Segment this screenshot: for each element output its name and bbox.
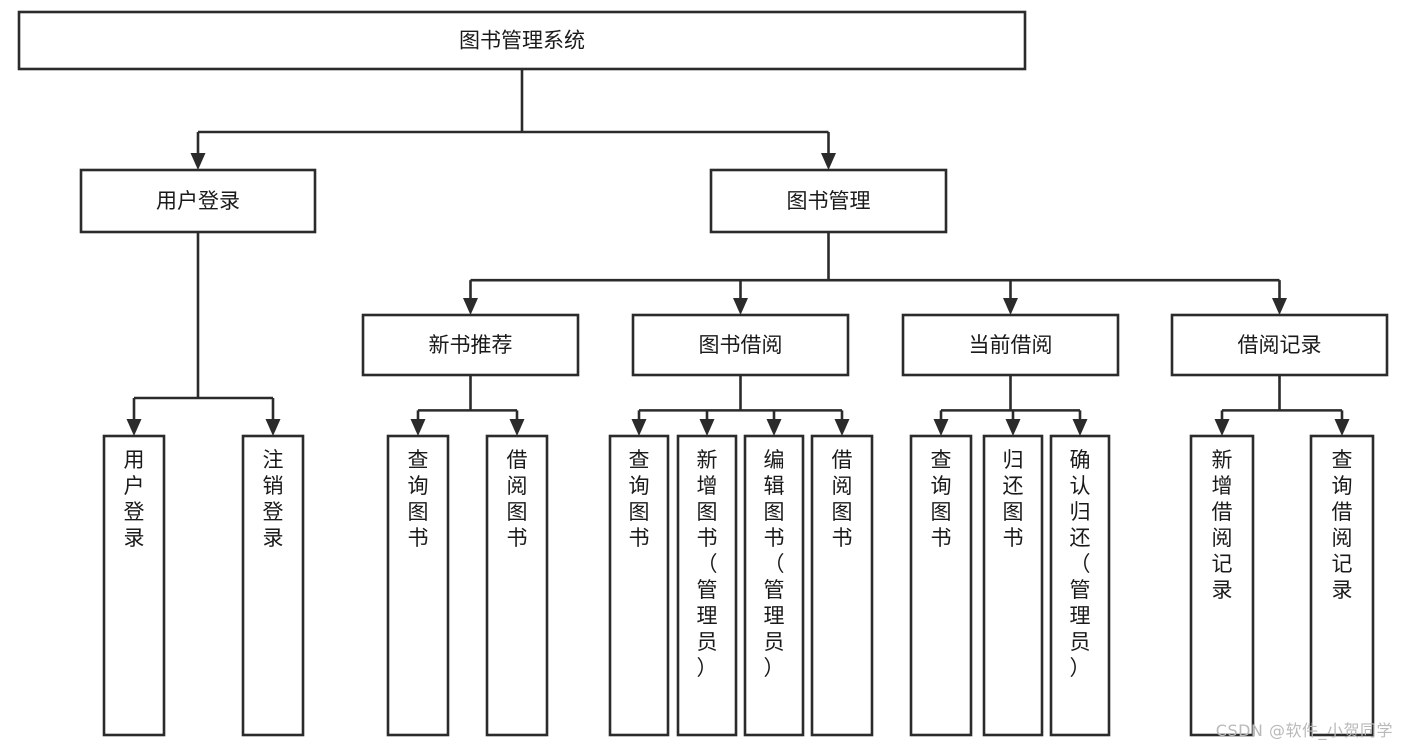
nodes-layer: 图书管理系统用户登录图书管理新书推荐图书借阅当前借阅借阅记录用户登录注销登录查询… [17, 10, 1389, 737]
node-label-user-login: 用户登录 [156, 189, 240, 213]
arrow-head-icon [509, 419, 525, 436]
node-label-current-borrow: 当前借阅 [969, 333, 1053, 357]
node-label-leaf-add-record: 新增借阅记录 [1212, 448, 1233, 602]
node-leaf-query-record[interactable]: 查询借阅记录 [1309, 434, 1375, 737]
node-box-current-borrow[interactable] [901, 313, 1120, 377]
node-label-leaf-query-record: 查询借阅记录 [1332, 448, 1353, 602]
arrow-head-icon [410, 419, 426, 436]
node-label-root: 图书管理系统 [459, 29, 585, 53]
node-new-book-rec[interactable]: 新书推荐 [361, 313, 580, 377]
node-box-user-login[interactable] [79, 168, 317, 234]
arrow-head-icon [631, 419, 647, 436]
node-current-borrow[interactable]: 当前借阅 [901, 313, 1120, 377]
node-leaf-borrow-book-2[interactable]: 借阅图书 [810, 434, 874, 737]
node-box-leaf-add-book[interactable] [676, 434, 738, 737]
node-leaf-query-book-2[interactable]: 查询图书 [608, 434, 670, 737]
node-book-manage[interactable]: 图书管理 [709, 168, 948, 234]
node-leaf-add-book[interactable]: 新增图书（管理员） [676, 434, 738, 737]
node-box-leaf-query-book-2[interactable] [608, 434, 670, 737]
node-leaf-add-record[interactable]: 新增借阅记录 [1189, 434, 1255, 737]
node-leaf-user-logout[interactable]: 注销登录 [241, 434, 305, 737]
node-box-root[interactable] [17, 10, 1027, 71]
node-label-leaf-user-logout: 注销登录 [263, 448, 284, 550]
arrow-head-icon [834, 419, 850, 436]
node-box-leaf-query-book-1[interactable] [386, 434, 450, 737]
node-box-leaf-query-book-3[interactable] [909, 434, 973, 737]
node-leaf-user-login[interactable]: 用户登录 [102, 434, 166, 737]
node-leaf-return-book[interactable]: 归还图书 [982, 434, 1044, 737]
edges-layer [126, 69, 1350, 436]
node-box-leaf-borrow-book-2[interactable] [810, 434, 874, 737]
node-leaf-query-book-1[interactable]: 查询图书 [386, 434, 450, 737]
arrow-head-icon [1003, 298, 1018, 315]
arrow-head-icon [126, 419, 142, 436]
node-label-new-book-rec: 新书推荐 [429, 333, 513, 357]
node-leaf-query-book-3[interactable]: 查询图书 [909, 434, 973, 737]
arrow-head-icon [1072, 419, 1088, 436]
node-box-book-borrow[interactable] [631, 313, 850, 377]
node-leaf-confirm-return[interactable]: 确认归还（管理员） [1049, 434, 1111, 737]
node-label-leaf-query-book-3: 查询图书 [931, 448, 952, 550]
arrow-head-icon [699, 419, 715, 436]
arrow-head-icon [1005, 419, 1021, 436]
arrow-head-icon [766, 419, 782, 436]
node-box-leaf-query-record[interactable] [1309, 434, 1375, 737]
node-label-borrow-record: 借阅记录 [1238, 333, 1322, 357]
node-book-borrow[interactable]: 图书借阅 [631, 313, 850, 377]
node-borrow-record[interactable]: 借阅记录 [1170, 313, 1389, 377]
arrow-head-icon [1214, 419, 1230, 436]
node-label-leaf-borrow-book-2: 借阅图书 [832, 448, 853, 550]
node-box-leaf-confirm-return[interactable] [1049, 434, 1111, 737]
node-box-leaf-user-logout[interactable] [241, 434, 305, 737]
node-box-new-book-rec[interactable] [361, 313, 580, 377]
node-box-leaf-add-record[interactable] [1189, 434, 1255, 737]
node-box-borrow-record[interactable] [1170, 313, 1389, 377]
node-user-login[interactable]: 用户登录 [79, 168, 317, 234]
arrow-head-icon [821, 153, 836, 170]
arrow-head-icon [1334, 419, 1350, 436]
node-leaf-edit-book[interactable]: 编辑图书（管理员） [743, 434, 805, 737]
node-label-leaf-query-book-1: 查询图书 [408, 448, 429, 550]
node-box-leaf-borrow-book-1[interactable] [485, 434, 549, 737]
node-box-leaf-return-book[interactable] [982, 434, 1044, 737]
node-leaf-borrow-book-1[interactable]: 借阅图书 [485, 434, 549, 737]
arrow-head-icon [463, 298, 478, 315]
arrow-head-icon [1272, 298, 1287, 315]
node-label-book-manage: 图书管理 [787, 189, 871, 213]
node-label-book-borrow: 图书借阅 [699, 333, 783, 357]
node-label-leaf-add-book: 新增图书（管理员） [697, 448, 718, 680]
arrow-head-icon [933, 419, 949, 436]
node-box-leaf-edit-book[interactable] [743, 434, 805, 737]
arrow-head-icon [190, 153, 206, 170]
node-label-leaf-user-login: 用户登录 [124, 448, 145, 550]
node-label-leaf-return-book: 归还图书 [1003, 448, 1024, 550]
node-box-leaf-user-login[interactable] [102, 434, 166, 737]
node-label-leaf-query-book-2: 查询图书 [629, 448, 650, 550]
node-root[interactable]: 图书管理系统 [17, 10, 1027, 71]
arrow-head-icon [265, 419, 281, 436]
arrow-head-icon [733, 298, 748, 315]
node-box-book-manage[interactable] [709, 168, 948, 234]
watermark-label: CSDN @软件_小贺同学 [1215, 721, 1393, 740]
node-label-leaf-borrow-book-1: 借阅图书 [507, 448, 528, 550]
node-label-leaf-confirm-return: 确认归还（管理员） [1070, 448, 1091, 680]
node-label-leaf-edit-book: 编辑图书（管理员） [764, 448, 785, 680]
